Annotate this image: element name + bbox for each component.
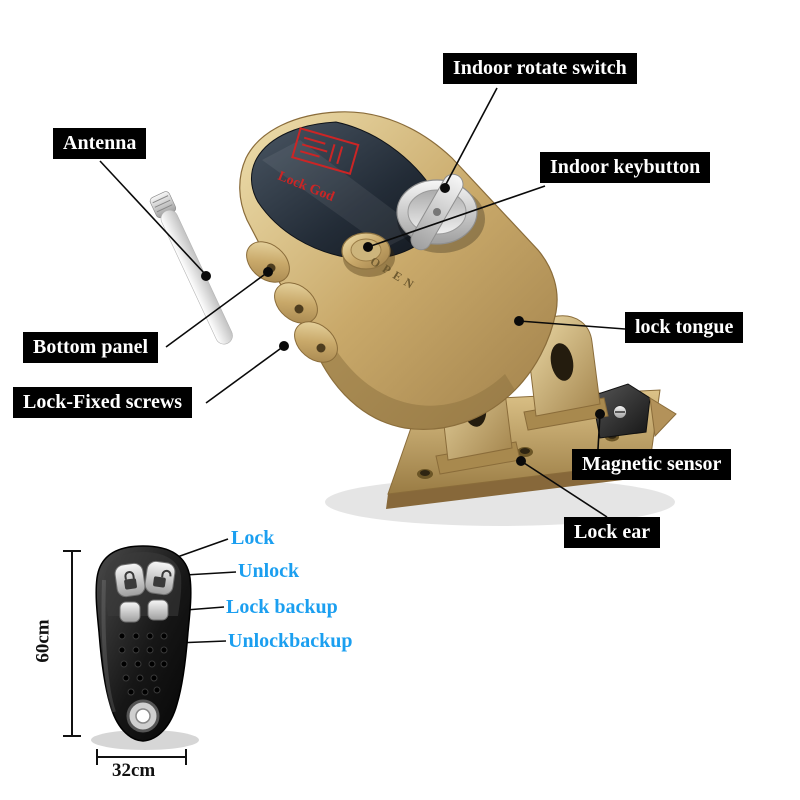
warning-sticker [291,127,360,175]
callout-remote-lock: Lock [231,527,275,549]
remote-unlock-button [144,560,176,596]
callout-remote-unlock: Unlock [238,560,300,582]
callout-magnetic-sensor: Magnetic sensor [572,449,732,480]
callout-antenna: Antenna [53,128,147,159]
callout-remote-lock-backup: Lock backup [226,596,338,618]
callout-indoor-keybutton: Indoor keybutton [540,152,711,183]
callout-lock-tongue: lock tongue [625,312,744,343]
callout-bottom-panel: Bottom panel [23,332,158,363]
callout-lock-ear: Lock ear [564,517,661,548]
indoor-keybutton [341,232,395,277]
remote-unlock-backup-button [147,599,169,621]
remote-control [95,545,192,742]
dimension-width-label: 32cm [112,760,156,781]
antenna [149,191,233,345]
dimension-height-label: 60cm [32,619,54,663]
remote-grip-texture [118,632,168,696]
callout-lock-fixed-screws: Lock-Fixed screws [13,387,193,418]
lock-ear-back [523,315,609,431]
leader-lines [99,87,626,645]
leader-dots [201,183,605,466]
magnetic-sensor [591,383,677,439]
callout-remote-unlock-backup: Unlockbackup [228,630,353,652]
glass-panel: Lock God [251,121,441,260]
indoor-rotate-switch [396,173,485,253]
remote-lock-button [114,562,146,598]
dimension-lines [63,550,187,765]
callout-indoor-rotate-switch: Indoor rotate switch [443,53,637,84]
remote-keyring-hole [126,699,160,733]
remote-lock-backup-button [119,601,141,623]
